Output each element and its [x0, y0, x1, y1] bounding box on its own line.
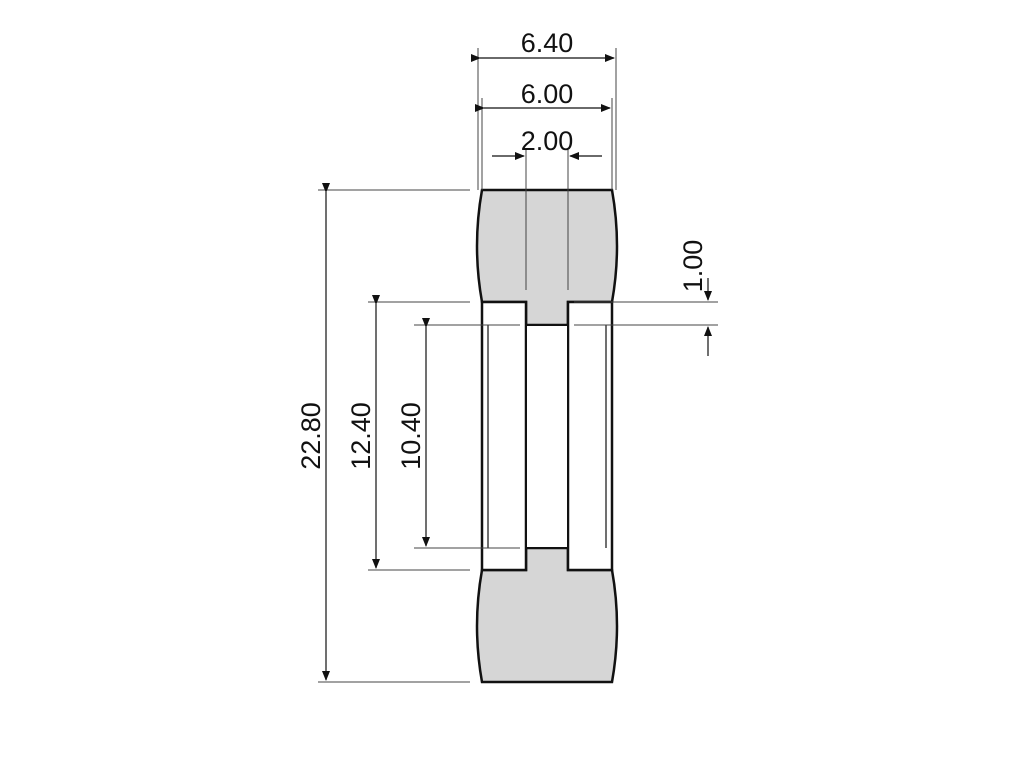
dim-label-inner-height: 10.40	[396, 402, 426, 470]
dim-label-overall-width: 6.40	[521, 28, 574, 58]
dim-label-body-width: 6.00	[521, 79, 574, 109]
dim-label-gap-width: 2.00	[521, 126, 574, 156]
left-wall	[480, 300, 528, 572]
dim-label-slot-height: 12.40	[346, 402, 376, 470]
dim-label-step-height: 1.00	[678, 240, 708, 293]
inner-channel	[527, 326, 567, 547]
dim-label-overall-height: 22.80	[296, 402, 326, 470]
